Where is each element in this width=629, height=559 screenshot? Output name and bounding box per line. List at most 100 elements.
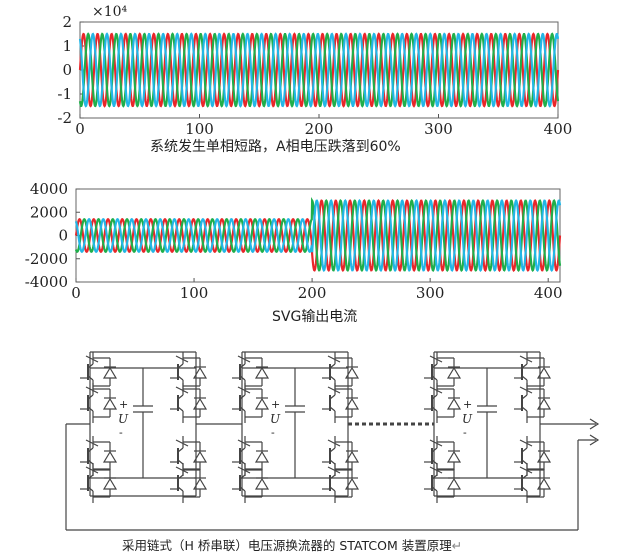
collector (177, 363, 184, 369)
emitter (239, 375, 246, 381)
collector (431, 474, 438, 480)
arrow-line (327, 386, 341, 394)
igbt-switch-icon (514, 383, 552, 423)
diode-triangle (446, 397, 462, 410)
x-tick-label: 400 (544, 120, 573, 138)
arrow-line (85, 439, 99, 447)
arrow-line (519, 466, 533, 474)
collector (521, 447, 528, 453)
diode-triangle (254, 397, 270, 410)
arrow-line (237, 386, 251, 394)
emitter (239, 406, 246, 412)
cap-plus-label: + (271, 398, 280, 411)
arrow-right-icon (589, 434, 600, 446)
y-tick-label: -2 (57, 109, 72, 127)
cap-voltage-label: U (462, 412, 473, 426)
emitter (177, 375, 184, 381)
cap-voltage-label: U (118, 412, 129, 426)
emitter (87, 486, 94, 492)
emitter (521, 459, 528, 465)
emitter (431, 486, 438, 492)
emitter (239, 459, 246, 465)
y-tick-label: -2000 (25, 250, 68, 268)
y-tick-label: 1 (62, 37, 72, 55)
arrow-line (237, 355, 251, 363)
y-tick-label: 0 (62, 61, 72, 79)
igbt-switch-icon (232, 463, 270, 503)
diode-triangle (102, 397, 118, 410)
igbt-switch-icon (424, 463, 462, 503)
emitter (431, 406, 438, 412)
arrow-line (175, 466, 189, 474)
arrow-line (85, 386, 99, 394)
x-tick-label: 0 (71, 284, 81, 302)
emitter (329, 459, 336, 465)
collector (431, 447, 438, 453)
igbt-switch-icon (322, 463, 360, 503)
arrow-line (429, 439, 443, 447)
collector (177, 447, 184, 453)
emitter (329, 375, 336, 381)
diode-triangle (446, 366, 462, 379)
arrow-line (429, 466, 443, 474)
collector (177, 394, 184, 400)
collector (87, 363, 94, 369)
arrow-line (85, 355, 99, 363)
emitter (329, 486, 336, 492)
arrow-line (175, 386, 189, 394)
igbt-switch-icon (170, 383, 208, 423)
igbt-switch-icon (232, 383, 270, 423)
emitter (87, 375, 94, 381)
arrow-line (175, 355, 189, 363)
y-tick-label: 4000 (30, 180, 68, 198)
y-tick-label: 0 (58, 227, 68, 245)
collector (329, 447, 336, 453)
y-tick-label: 2 (62, 13, 72, 31)
igbt-switch-icon (514, 463, 552, 503)
collector (87, 447, 94, 453)
y-tick-label: 2000 (30, 203, 68, 221)
collector (87, 474, 94, 480)
igbt-switch-icon (170, 463, 208, 503)
arrow-line (237, 466, 251, 474)
current-chart-caption: SVG输出电流 (272, 309, 358, 325)
emitter (431, 375, 438, 381)
igbt-switch-icon (170, 352, 208, 392)
x-tick-label: 100 (180, 284, 209, 302)
diode-triangle (446, 450, 462, 463)
collector (329, 394, 336, 400)
arrow-line (327, 466, 341, 474)
voltage-y-scale: ×10⁴ (92, 4, 128, 20)
diode-triangle (102, 366, 118, 379)
cap-minus-label: - (463, 426, 467, 439)
emitter (87, 459, 94, 465)
voltage-chart-caption: 系统发生单相短路，A相电压跌落到60% (150, 139, 401, 155)
igbt-switch-icon (80, 352, 118, 392)
cap-minus-label: - (119, 426, 123, 439)
igbt-switch-icon (232, 436, 270, 476)
igbt-switch-icon (424, 352, 462, 392)
emitter (239, 486, 246, 492)
collector (239, 394, 246, 400)
x-tick-label: 400 (534, 284, 563, 302)
emitter (329, 406, 336, 412)
collector (431, 363, 438, 369)
x-tick-label: 300 (424, 120, 453, 138)
diode-triangle (254, 477, 270, 490)
igbt-switch-icon (80, 383, 118, 423)
statcom-chain-circuit: +U-+U-+U- (65, 351, 600, 531)
cap-plus-label: + (119, 398, 128, 411)
series-phase-c (74, 198, 562, 273)
emitter (521, 486, 528, 492)
voltage-chart-series (78, 32, 560, 108)
series-phase-c (78, 32, 560, 108)
arrow-line (327, 355, 341, 363)
y-tick-label: -4000 (25, 273, 68, 291)
collector (239, 363, 246, 369)
y-tick-label: -1 (57, 85, 72, 103)
x-tick-label: 200 (305, 120, 334, 138)
arrow-line (429, 355, 443, 363)
